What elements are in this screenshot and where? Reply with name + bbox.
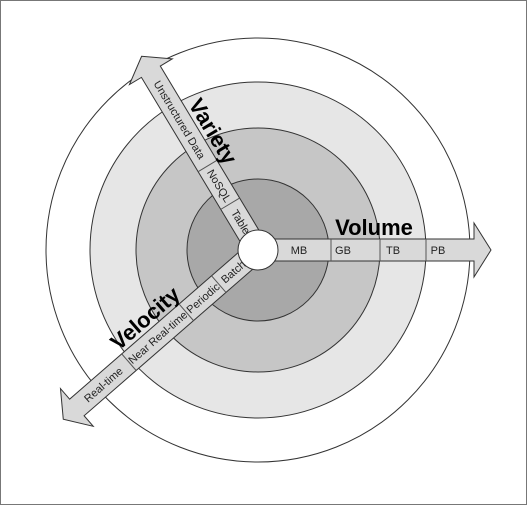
velocity-divider xyxy=(178,303,194,321)
velocity-arrow-shape xyxy=(59,250,256,428)
center-hub xyxy=(237,229,279,271)
volume-title: Volume xyxy=(335,215,413,240)
volume-arrow-shape xyxy=(266,221,492,279)
variety-divider xyxy=(197,159,218,173)
volume-level-pb: PB xyxy=(431,245,446,257)
volume-level-gb: GB xyxy=(335,245,351,257)
volume-arrow: MB GB TB PB Volume xyxy=(266,215,492,279)
velocity-divider xyxy=(211,275,227,293)
volume-level-tb: TB xyxy=(386,245,400,257)
variety-divider xyxy=(220,197,240,210)
volume-level-mb: MB xyxy=(291,245,308,257)
variety-arrow-shape xyxy=(128,55,261,245)
velocity-divider xyxy=(121,353,137,371)
